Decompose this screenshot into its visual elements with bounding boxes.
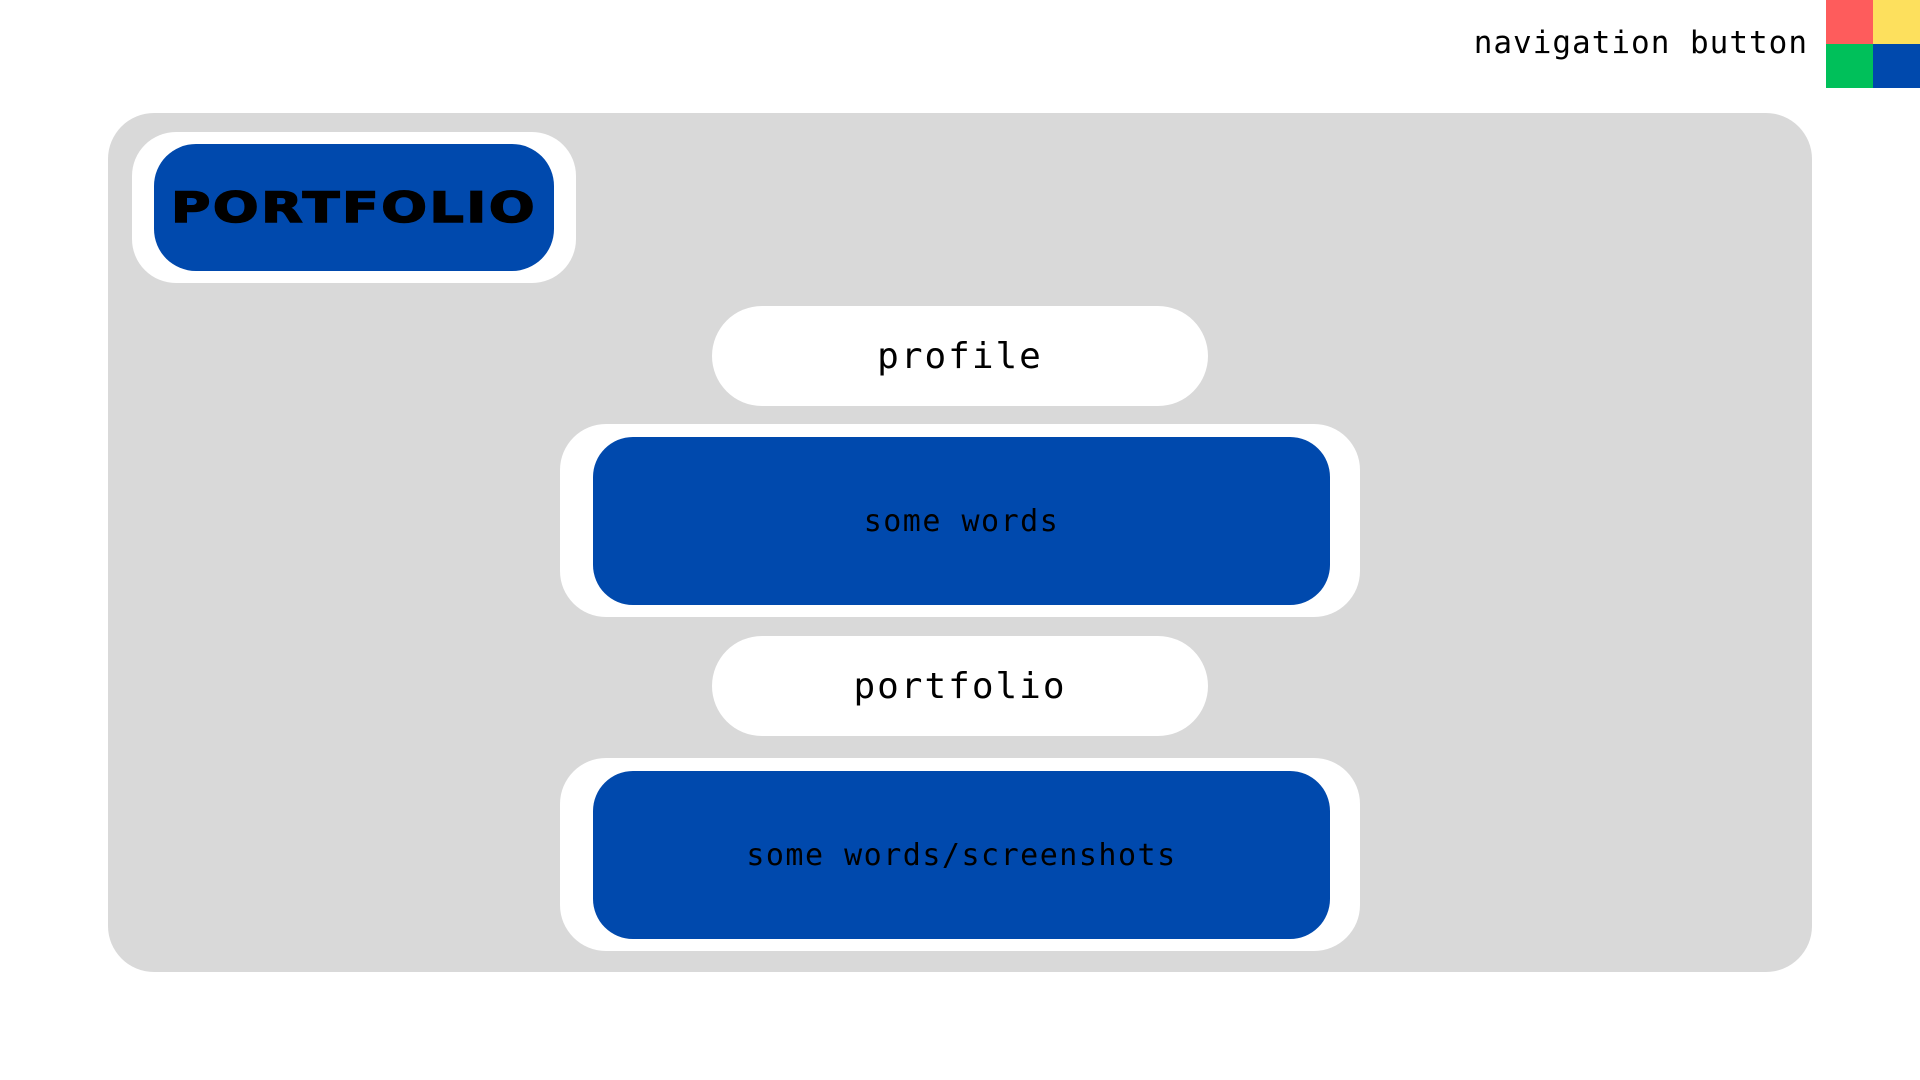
logo-text: PORTFOLIO — [170, 182, 538, 233]
nav-quadrant-red — [1826, 0, 1873, 44]
tab-portfolio[interactable]: portfolio — [712, 636, 1208, 736]
logo-badge: PORTFOLIO — [154, 144, 554, 271]
navigation-button[interactable] — [1826, 0, 1920, 88]
profile-content-text: some words — [863, 503, 1060, 539]
nav-quadrant-green — [1826, 44, 1873, 88]
portfolio-content-text: some words/screenshots — [746, 837, 1177, 873]
nav-quadrant-yellow — [1873, 0, 1920, 44]
profile-content-card: some words — [593, 437, 1330, 605]
tab-profile[interactable]: profile — [712, 306, 1208, 406]
nav-quadrant-blue — [1873, 44, 1920, 88]
portfolio-content-card: some words/screenshots — [593, 771, 1330, 939]
nav-label: navigation button — [1473, 25, 1808, 61]
